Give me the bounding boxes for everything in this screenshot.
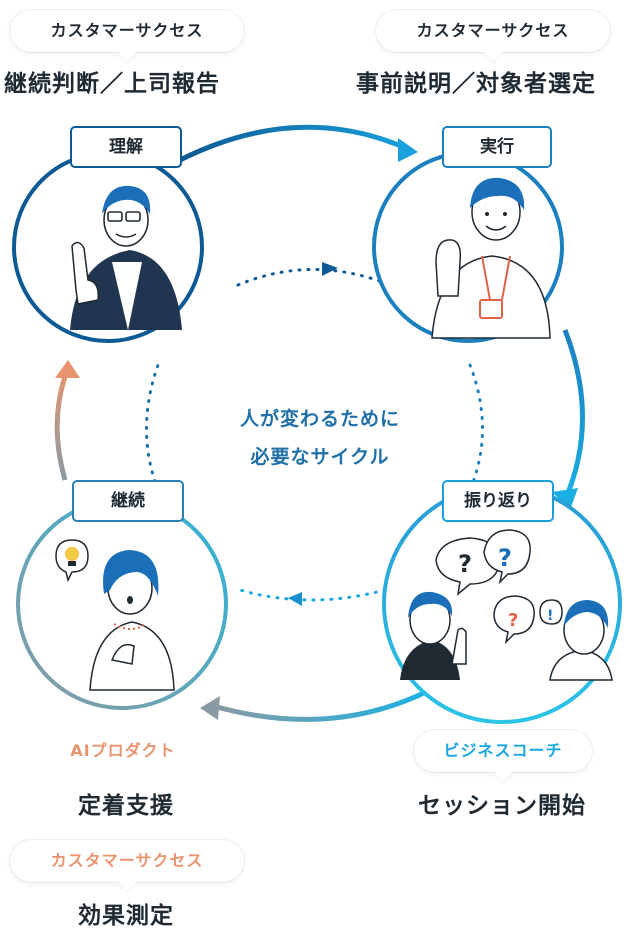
arrow-top-head [398, 138, 418, 162]
illustration-execute [431, 177, 551, 339]
arrow-left-head [55, 360, 80, 378]
arrow-left [54, 367, 71, 481]
illustration-understand [70, 185, 182, 330]
callout-pill-label: AIプロダクト [70, 741, 176, 760]
callout-heading-bottom-left: 定着支援 [78, 793, 174, 819]
callout-pill-label: ビジネスコーチ [443, 741, 563, 760]
callout-pill-label: カスタマーサクセス [416, 21, 570, 40]
dotted-loop-bottom [238, 588, 387, 602]
callout-heading-bottom-right: セッション開始 [418, 793, 586, 819]
callout-pill-label: カスタマーサクセス [50, 851, 204, 870]
arrow-bottom-head [200, 696, 220, 720]
callout-pill-bottom-left: AIプロダクト [34, 730, 212, 772]
stage-tag-understand: 理解 [70, 126, 182, 168]
callout-pill-bottom-right: ビジネスコーチ [414, 730, 592, 782]
arrow-right [562, 329, 585, 502]
svg-text:!: ! [547, 608, 553, 624]
arrow-top [178, 124, 412, 163]
svg-text:?: ? [508, 610, 518, 631]
illustration-reflect: ? ? ? ! [400, 529, 613, 681]
dotted-loop-right [468, 363, 484, 492]
callout-pill-bottom-extra: カスタマーサクセス [10, 840, 244, 892]
dotted-loop-top [236, 268, 387, 287]
dotted-loop-left [145, 363, 160, 492]
dotted-arrow-bottom [288, 592, 302, 606]
callout-pill-label: カスタマーサクセス [50, 21, 204, 40]
callout-pill-top-right: カスタマーサクセス [376, 10, 610, 62]
stage-tag-execute: 実行 [442, 126, 552, 168]
arrow-bottom [209, 687, 432, 722]
stage-tag-continue: 継続 [72, 480, 184, 522]
cycle-center-label: 人が変わるために 必要なサイクル [180, 400, 460, 476]
callout-pill-top-left: カスタマーサクセス [10, 10, 244, 62]
callout-heading-bottom-extra: 効果測定 [78, 903, 174, 929]
arrow-right-head [552, 488, 578, 510]
cycle-center-line1: 人が変わるために [239, 408, 400, 430]
dotted-arrow-top [322, 262, 338, 276]
callout-heading-top-left: 継続判断／上司報告 [4, 71, 220, 97]
stage-tag-reflect: 振り返り [442, 480, 554, 522]
svg-text:?: ? [458, 550, 472, 578]
cycle-center-line2: 必要なサイクル [250, 446, 390, 468]
illustration-continue [55, 539, 175, 691]
svg-text:?: ? [498, 544, 512, 572]
callout-heading-top-right: 事前説明／対象者選定 [356, 71, 596, 97]
